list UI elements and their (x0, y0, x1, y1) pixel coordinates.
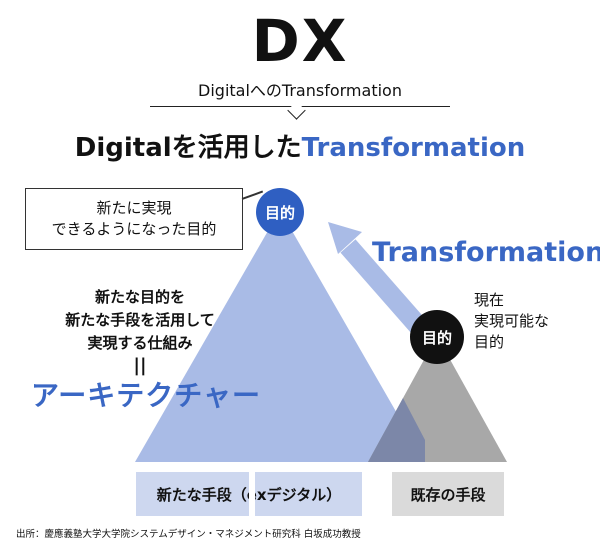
architecture-line3: 実現する仕組み (87, 334, 193, 352)
headline: Digitalを活用したTransformation (0, 128, 600, 168)
transformation-label: Transformation (372, 237, 600, 268)
existing-means-label: 既存の手段 (410, 485, 486, 504)
transform-arrow-head (328, 222, 362, 254)
callout-box: 新たに実現 できるようになった目的 (25, 188, 243, 250)
architecture-description: 新たな目的を 新たな手段を活用して 実現する仕組み (30, 286, 250, 355)
equal-sign: || (133, 355, 147, 376)
architecture-word: アーキテクチャー (30, 379, 262, 412)
source-note: 出所：慶應義塾大学大学院システムデザイン・マネジメント研究科 白坂成功教授 (16, 529, 361, 540)
subtitle: DigitalへのTransformation (150, 80, 450, 107)
headline-part2: Transformation (301, 133, 526, 163)
current-goal-text: 現在 実現可能な 目的 (474, 290, 549, 353)
current-goal-line3: 目的 (474, 333, 505, 351)
transform-arrow-shaft (340, 239, 428, 335)
page-title: DX (251, 7, 349, 75)
architecture-line2: 新たな手段を活用して (65, 311, 215, 329)
headline-part1: Digitalを活用した (74, 133, 302, 163)
goal-label: 目的 (264, 203, 295, 222)
callout-line2: できるようになった目的 (51, 220, 217, 238)
new-means-divider (249, 472, 255, 516)
goal-circle: 目的 (256, 188, 304, 236)
current-goal-line1: 現在 (474, 291, 505, 309)
current-goal-label: 目的 (421, 328, 452, 347)
large-triangle (135, 210, 425, 462)
current-goal-circle: 目的 (410, 310, 464, 364)
architecture-line1: 新たな目的を (94, 288, 185, 306)
callout-line1: 新たに実現 (96, 199, 172, 217)
current-goal-line2: 実現可能な (474, 312, 550, 330)
overlap-region (368, 398, 425, 462)
existing-means-box: 既存の手段 (392, 472, 504, 516)
